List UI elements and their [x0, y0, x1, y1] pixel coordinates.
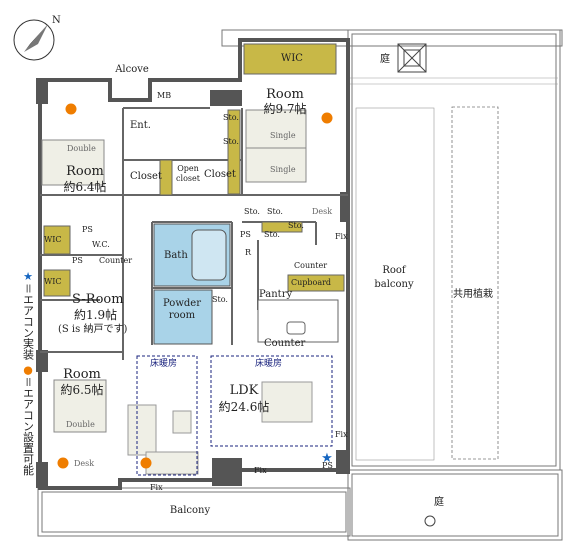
aircon-dots: [57, 103, 333, 469]
counter-c-label: Counter: [264, 338, 306, 349]
legend-dot-text: ＝エアコン設置可能: [21, 376, 35, 476]
sto-f-label: Sto.: [264, 230, 280, 239]
ldk-furniture: [127, 381, 313, 475]
legend-star-icon: ★: [21, 270, 35, 283]
fix-b-label: Fix: [335, 430, 348, 439]
legend-dot-icon: ●: [21, 363, 35, 377]
balcony-label: Balcony: [169, 505, 211, 516]
ps-b-label: PS: [82, 225, 93, 234]
s-room-name: S-Room: [72, 292, 124, 307]
room-65-size: 約6.5帖: [60, 383, 104, 397]
garden-top-hatch: [350, 77, 558, 85]
columns: [36, 78, 350, 488]
pantry-label: Pantry: [259, 289, 293, 300]
fix-d-label: Fix: [150, 483, 163, 492]
floor-heat-b-label: 床暖房: [255, 359, 283, 369]
entrance-label: Ent.: [130, 120, 151, 131]
beds: [41, 109, 307, 433]
common-planting-label: 共用植栽: [453, 289, 493, 300]
counter-a-label: Counter: [99, 256, 133, 265]
wic-low-label: WIC: [44, 277, 62, 286]
fix-c-label: Fix: [254, 466, 267, 475]
desk-top-label: Desk: [312, 207, 333, 216]
sto-e-label: Sto.: [288, 221, 304, 230]
open-closet-label: Open closet: [176, 164, 200, 184]
garden-fixture-bottom: [424, 515, 436, 527]
ps-d-label: PS: [322, 461, 333, 470]
interior-walls: [40, 107, 348, 360]
garden-fixture-top: [397, 43, 427, 73]
compass-north-label: N: [52, 15, 61, 26]
ps-a-label: PS: [240, 230, 251, 239]
room-65-name: Room: [63, 367, 101, 382]
s-room-note: (S is 納戸です): [58, 324, 128, 335]
aircon-star-icon: ★: [321, 451, 333, 466]
sto-a-label: Sto.: [223, 113, 239, 122]
counter-b-label: Counter: [294, 261, 328, 270]
sto-c-label: Sto.: [244, 207, 260, 216]
roof-balcony-outline: [355, 107, 435, 461]
outer-outline: [37, 29, 563, 541]
alcove-label: Alcove: [115, 64, 149, 75]
compass: N: [8, 14, 61, 66]
r-label: R: [245, 248, 252, 257]
planter-outline: [451, 106, 499, 460]
ldk-name: LDK: [229, 383, 259, 398]
mb-label: MB: [157, 91, 172, 100]
cupboard-label: Cupboard: [291, 278, 332, 287]
wic-top-label: WIC: [281, 53, 303, 64]
ps-c-label: PS: [72, 256, 83, 265]
closet-left-label: Closet: [130, 171, 162, 182]
double-low-label: Double: [66, 420, 95, 429]
wc-label: W.C.: [92, 240, 110, 249]
roof-balcony-label: Roof balcony: [374, 265, 414, 290]
closet-right-label: Closet: [204, 169, 236, 180]
desk-low-label: Desk: [74, 459, 95, 468]
s-room-size: 約1.9帖: [74, 308, 118, 322]
powder-room-label: Powder room: [162, 298, 201, 321]
bathtub: [191, 229, 227, 281]
niwa-bottom-label: 庭: [434, 497, 444, 508]
double-top-label: Double: [67, 144, 96, 153]
sink: [286, 321, 306, 335]
kitchen-counter: [257, 299, 339, 343]
wic-mid-label: WIC: [44, 235, 62, 244]
sto-g-label: Sto.: [212, 295, 228, 304]
floor-heating: [136, 355, 333, 476]
niwa-top-label: 庭: [380, 54, 390, 65]
compass-icon: [13, 19, 55, 61]
fix-a-label: Fix: [335, 232, 348, 241]
single-a-label: Single: [270, 131, 296, 140]
sto-d-label: Sto.: [267, 207, 283, 216]
room-64-name: Room: [66, 164, 104, 179]
room-97-size: 約9.7帖: [263, 102, 307, 116]
bath-label: Bath: [164, 250, 188, 261]
single-b-label: Single: [270, 165, 296, 174]
legend: ★＝エアコン実装 ●＝エアコン設置可能: [21, 270, 35, 476]
floor-heat-a-label: 床暖房: [150, 359, 178, 369]
legend-star-text: ＝エアコン実装: [21, 283, 35, 360]
ldk-size: 約24.6帖: [218, 400, 270, 414]
wic-zones: [43, 43, 345, 297]
room-64-size: 約6.4帖: [63, 180, 107, 194]
sto-b-label: Sto.: [223, 137, 239, 146]
room-97-name: Room: [266, 87, 304, 102]
